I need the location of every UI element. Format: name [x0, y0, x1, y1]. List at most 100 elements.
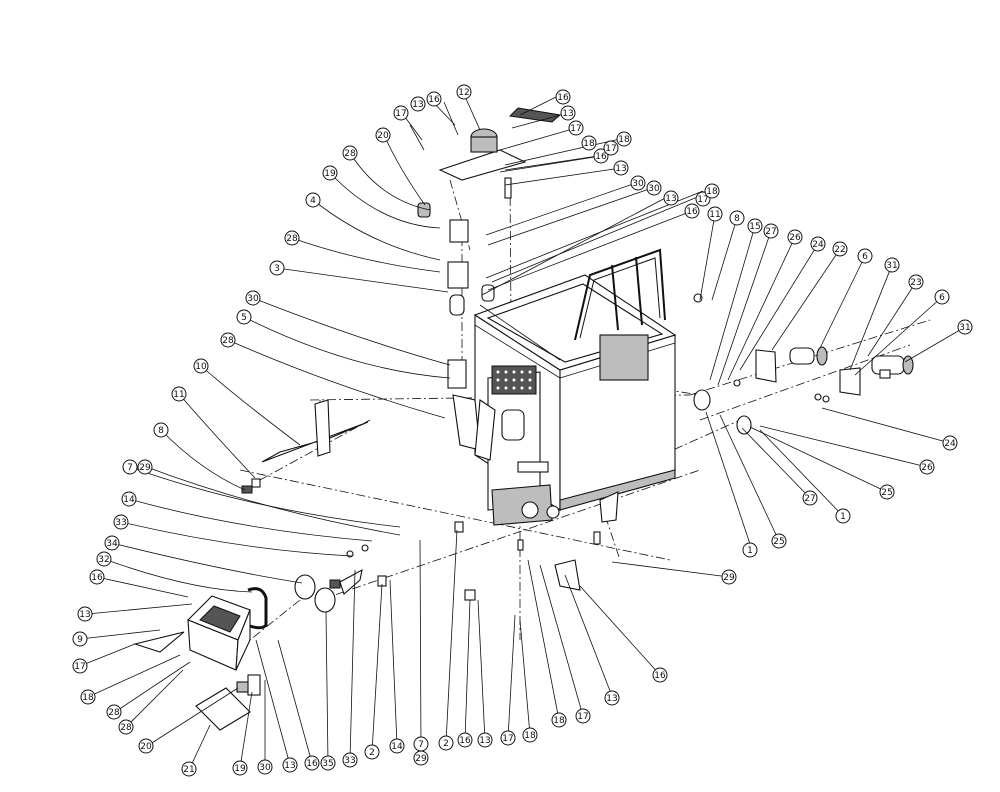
lamp-assembly: [247, 568, 363, 630]
callout-bubble: 18: [522, 727, 538, 743]
callout-number: 13: [479, 736, 490, 746]
callout-number: 26: [789, 233, 801, 243]
callout-bubble: 13: [410, 96, 426, 112]
callout-bubble: 23: [908, 274, 924, 290]
callout-bubble: 28: [106, 704, 122, 720]
callout-bubble: 16: [89, 569, 105, 585]
callout-number: 31: [959, 323, 970, 333]
callout-number: 16: [654, 671, 666, 681]
callout-bubble: 11: [707, 206, 723, 222]
callout-number: 30: [259, 763, 271, 773]
callout-bubbles: 16 12 17 13 16 13 17 18 20 16 17 18 28 1…: [72, 84, 973, 777]
callout-bubble: 10: [193, 358, 209, 374]
callout-bubble: 18: [581, 135, 597, 151]
callout-number: 32: [98, 555, 109, 565]
callout-bubble: 19: [322, 165, 338, 181]
callout-number: 2: [443, 739, 449, 749]
callout-bubble: 18: [551, 712, 567, 728]
callout-bubble: 6: [934, 289, 950, 305]
callout-number: 18: [82, 693, 94, 703]
callout-bubble: 35: [320, 755, 336, 771]
callout-bubble: 20: [375, 127, 391, 143]
callout-number: 9: [77, 635, 83, 645]
callout-bubble: 28: [284, 230, 300, 246]
callout-number: 18: [618, 135, 630, 145]
callout-bubble: 15: [747, 218, 763, 234]
callout-bubble: 18: [80, 689, 96, 705]
callout-bubble: 13: [604, 690, 620, 706]
callout-number: 11: [173, 390, 184, 400]
callout-number: 14: [391, 742, 403, 752]
callout-bubble: 31: [884, 257, 900, 273]
callout-bubble: 27: [802, 490, 818, 506]
callout-bubble: 3: [269, 260, 285, 276]
callout-bubble: 14: [121, 491, 137, 507]
callout-bubble: 8: [153, 422, 169, 438]
callout-bubble: 26: [787, 229, 803, 245]
callout-bubble: 7: [413, 736, 429, 752]
callout-number: 10: [195, 362, 207, 372]
callout-bubble: 6: [857, 248, 873, 264]
callout-bubble: 24: [942, 435, 958, 451]
callout-number: 3: [274, 264, 280, 274]
callout-number: 30: [632, 179, 644, 189]
callout-bubble: 11: [171, 386, 187, 402]
small-fittings: [241, 293, 703, 601]
front-housing: [132, 595, 261, 731]
callout-bubble: 30: [245, 290, 261, 306]
callout-bubble: 19: [232, 760, 248, 776]
callout-number: 7: [127, 463, 133, 473]
callout-number: 16: [306, 759, 318, 769]
callout-number: 18: [706, 187, 718, 197]
callout-bubble: 17: [575, 708, 591, 724]
callout-bubble: 8: [729, 210, 745, 226]
callout-bubble: 13: [77, 606, 93, 622]
callout-bubble: 33: [113, 514, 129, 530]
callout-number: 17: [570, 124, 581, 134]
callout-bubble: 21: [181, 761, 197, 777]
callout-bubble: 13: [613, 160, 629, 176]
callout-number: 34: [106, 539, 118, 549]
burner-column: [487, 365, 619, 526]
callout-bubble: 1: [742, 542, 758, 558]
callout-number: 17: [577, 712, 588, 722]
callout-number: 16: [557, 93, 569, 103]
callout-bubble: 29: [137, 459, 153, 475]
callout-number: 17: [502, 734, 513, 744]
callout-number: 18: [553, 716, 565, 726]
callout-number: 6: [939, 293, 945, 303]
callout-bubble: 12: [456, 84, 472, 100]
callout-number: 27: [804, 494, 815, 504]
callout-bubble: 17: [603, 140, 619, 156]
callout-bubble: 28: [220, 332, 236, 348]
callout-number: 18: [583, 139, 595, 149]
callout-number: 28: [286, 234, 298, 244]
callout-number: 1: [747, 546, 753, 556]
callout-number: 20: [377, 131, 389, 141]
callout-number: 17: [395, 109, 406, 119]
callout-bubble: 9: [72, 631, 88, 647]
callout-number: 13: [615, 164, 626, 174]
callout-bubble: 30: [630, 175, 646, 191]
callout-bubble: 25: [879, 484, 895, 500]
callout-number: 23: [910, 278, 921, 288]
callout-bubble: 13: [560, 105, 576, 121]
callout-number: 13: [665, 194, 676, 204]
callout-number: 16: [428, 95, 440, 105]
left-bracket-assembly: [417, 202, 496, 461]
callout-bubble: 28: [342, 145, 358, 161]
callout-number: 11: [709, 210, 720, 220]
callout-number: 13: [412, 100, 423, 110]
callout-number: 25: [773, 537, 784, 547]
callout-bubble: 16: [555, 89, 571, 105]
callout-bubble: 13: [663, 190, 679, 206]
callout-number: 29: [139, 463, 151, 473]
callout-number: 33: [115, 518, 126, 528]
callout-bubble: 16: [304, 755, 320, 771]
callout-bubble: 16: [457, 732, 473, 748]
callout-number: 20: [140, 742, 152, 752]
callout-number: 26: [921, 463, 933, 473]
callout-number: 2: [369, 748, 375, 758]
callout-number: 22: [834, 245, 845, 255]
callout-bubble: 1: [835, 508, 851, 524]
